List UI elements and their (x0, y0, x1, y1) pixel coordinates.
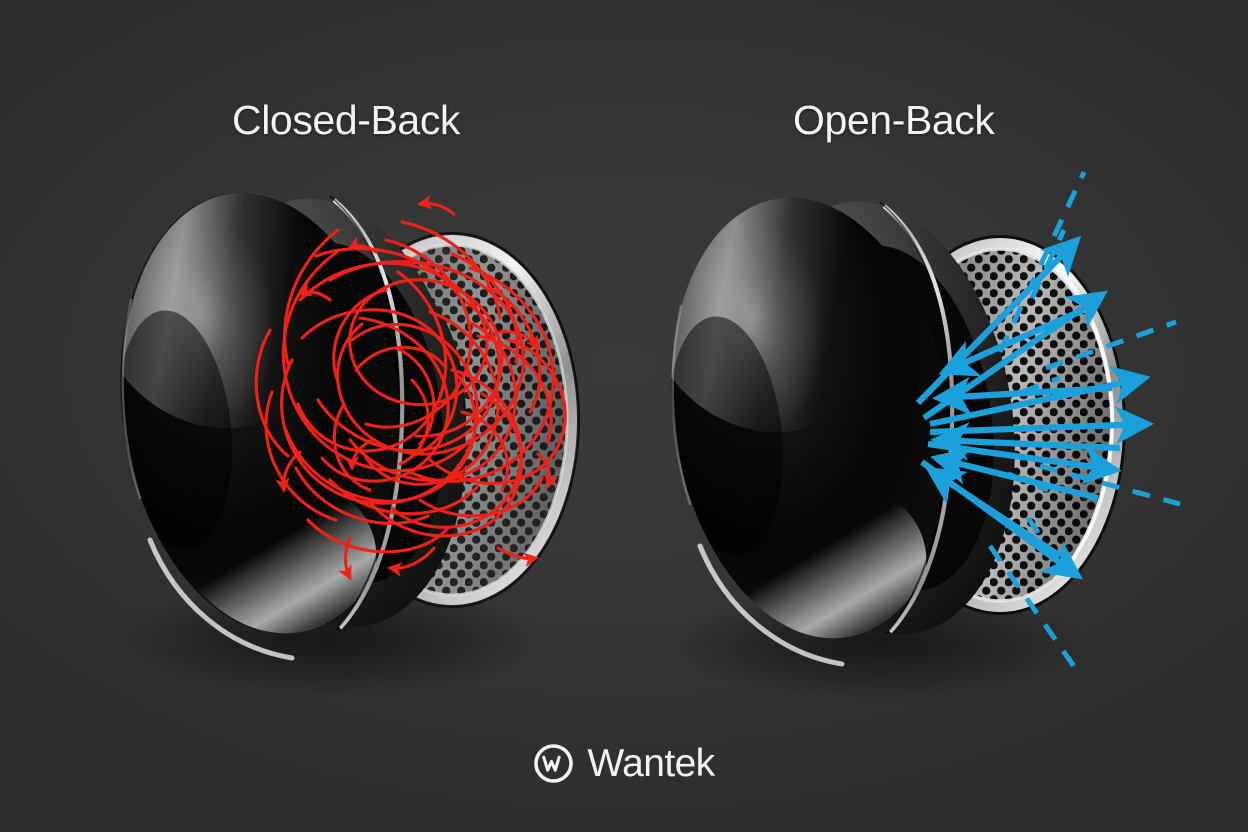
escaping-sound-indicator (915, 170, 1181, 674)
panel-title-open-back: Open-Back (793, 97, 995, 143)
open-back-headphone (641, 170, 1181, 701)
closed-chrome-rim (332, 198, 405, 630)
trapped-sound-indicator (254, 194, 567, 581)
brand-logo: Wantek (0, 735, 1248, 791)
sound-rays-dashed (987, 170, 1181, 674)
panel-title-closed-back: Closed-Back (232, 97, 461, 143)
closed-back-headphone (91, 171, 580, 698)
wantek-circle-w-icon (534, 743, 574, 783)
brand-wordmark: Wantek (587, 741, 715, 785)
